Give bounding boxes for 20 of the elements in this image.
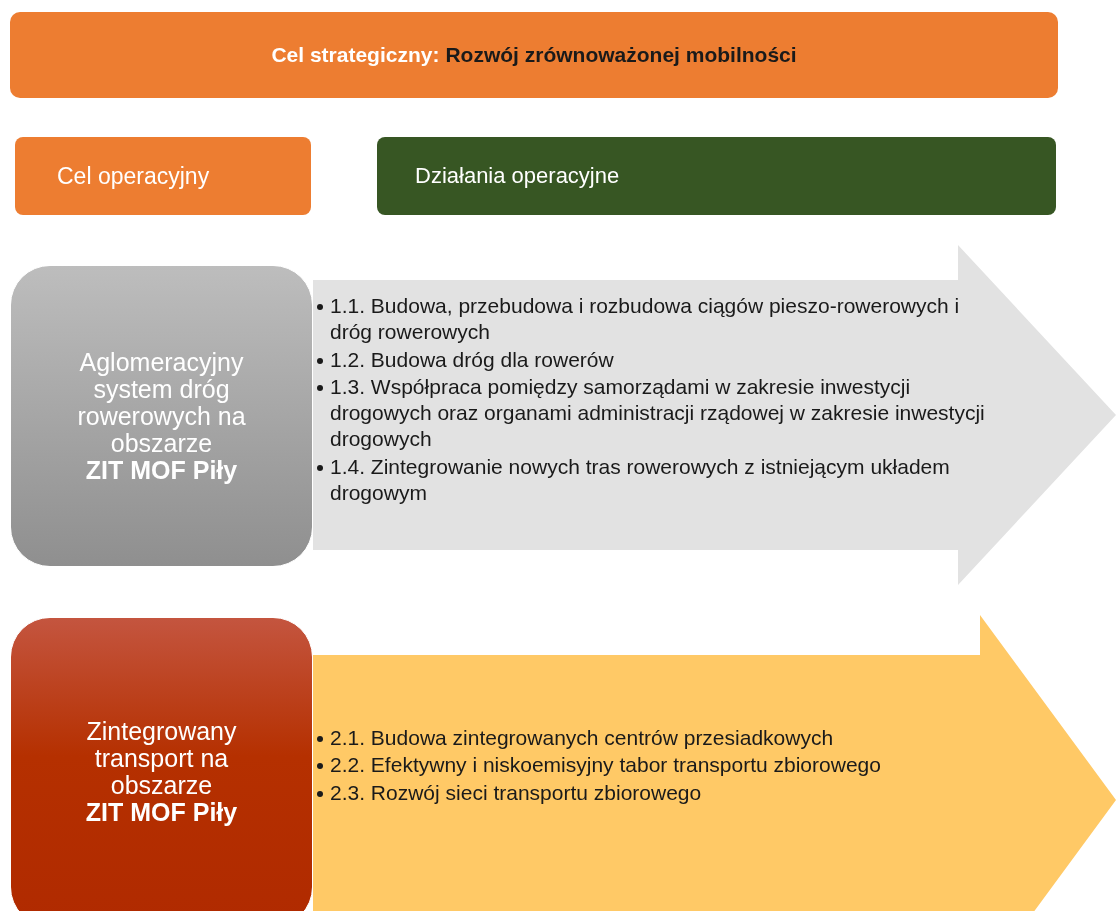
list-item: 1.3. Współpraca pomiędzy samorządami w zakresie inwestycji drogowych oraz organami administracji rządowej w zakresie inwestycji drogowych [330,373,986,453]
banner-title: Rozwój zrównoważonej mobilności [445,43,797,67]
list-item: 1.2. Budowa dróg dla rowerów [330,346,614,373]
list-item: 2.3. Rozwój sieci transportu zbiorowego [330,779,702,806]
header-label: Cel operacyjny [57,162,210,190]
list-item: 1.4. Zintegrowanie nowych tras rowerowych z istniejącym układem drogowym [330,453,951,506]
arrow-shape [313,615,1116,911]
header-box [15,137,311,215]
goal-label: Aglomeracyjny system dróg rowerowych na obszarze ZIT MOF Piły [76,348,247,484]
goal-label: Zintegrowany transport na obszarze ZIT MOF Piły [84,718,239,826]
goal-box [10,617,313,911]
header-label: Działania operacyjne [415,163,620,189]
arrow-shape [313,245,1116,587]
header-box [377,137,1056,215]
list-item: 1.1. Budowa, przebudowa i rozbudowa ciągów pieszo-rowerowych i dróg rowerowych [330,293,961,346]
list-item: 2.2. Efektywny i niskoemisyjny tabor transportu zbiorowego [330,752,881,779]
strategic-goal-banner [10,12,1058,98]
goal-box [10,265,313,567]
banner-label: Cel strategiczny: [271,43,440,67]
list-item: 2.1. Budowa zintegrowanych centrów przesiadkowych [330,725,834,751]
